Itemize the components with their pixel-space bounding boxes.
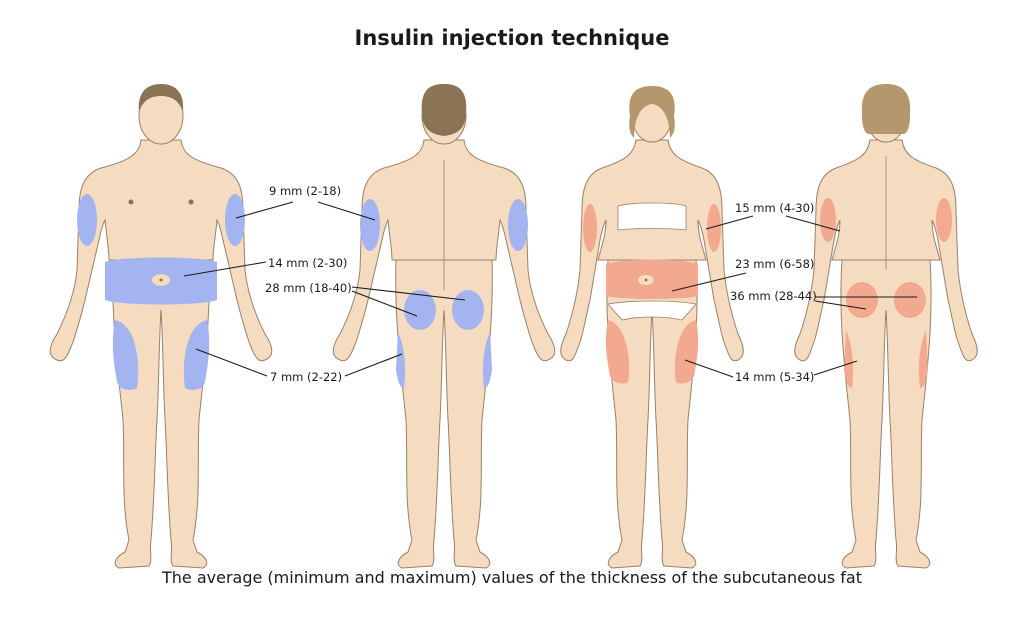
female-back-figure (794, 84, 978, 569)
label-female-abdomen: 23 mm (6-58) (735, 257, 815, 271)
label-male-arm: 9 mm (2-18) (269, 184, 342, 198)
label-female-thigh: 14 mm (5-34) (735, 370, 815, 384)
male-front-figure (49, 83, 273, 569)
label-female-arm: 15 mm (4-30) (735, 201, 815, 215)
label-male-buttock: 28 mm (18-40) (265, 281, 352, 295)
label-male-abdomen: 14 mm (2-30) (268, 256, 348, 270)
male-back-figure (332, 83, 556, 569)
female-front-figure (560, 86, 744, 569)
diagram-title: Insulin injection technique (354, 26, 670, 50)
label-female-buttock: 36 mm (28-44) (730, 289, 817, 303)
diagram-caption: The average (minimum and maximum) values… (161, 568, 862, 587)
leader-lines (183, 201, 917, 378)
label-male-thigh: 7 mm (2-22) (270, 370, 343, 384)
